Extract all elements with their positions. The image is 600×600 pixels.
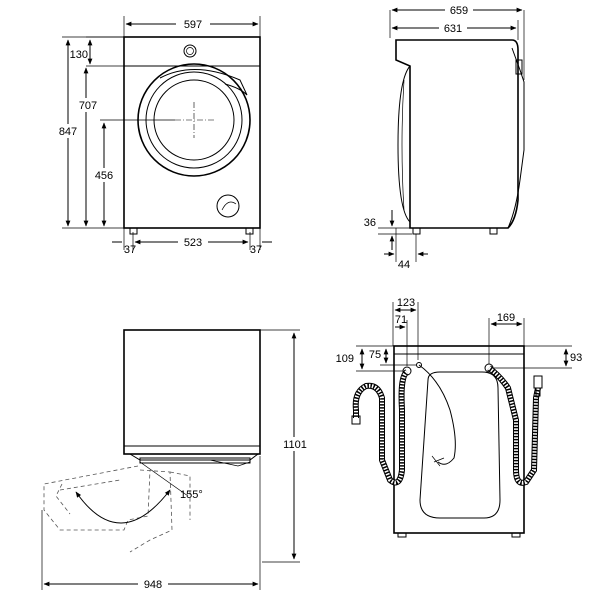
dim-side-foot-offset: 44 [398, 259, 410, 271]
side-door-profile [507, 47, 525, 229]
side-cabinet [395, 39, 519, 229]
door-open-view: 155° 1101 948 [41, 329, 310, 591]
dim-total-height: 847 [59, 126, 77, 138]
dim-side-depth-body: 631 [444, 23, 462, 35]
dim-rear-outlet-height: 93 [570, 352, 582, 364]
water-hose-right [487, 365, 541, 486]
front-view: 597 130 707 847 456 523 37 37 [54, 16, 272, 256]
dim-drum-height: 456 [95, 170, 113, 182]
top-cabinet [123, 329, 261, 455]
program-knob-icon [183, 44, 197, 58]
dim-foot-right: 37 [250, 244, 262, 256]
front-cabinet [123, 36, 261, 229]
dim-rear-inlet-height-b: 75 [369, 349, 381, 361]
dim-side-depth-total: 659 [450, 5, 468, 17]
dim-rear-inlet-height-a: 109 [336, 353, 354, 365]
rear-service-panel [419, 371, 501, 519]
side-view: 659 631 36 44 [364, 3, 525, 271]
dim-door-height: 707 [79, 100, 97, 112]
dim-top-height: 130 [70, 49, 88, 61]
pump-filter-cover [216, 194, 240, 218]
dim-rear-inlet-offset-small: 71 [395, 314, 407, 326]
rear-cabinet [393, 345, 525, 534]
dim-door-open-depth: 948 [144, 579, 162, 591]
door-angle-label: 155° [180, 489, 203, 501]
power-cable [418, 364, 456, 465]
rear-view: 123 71 169 109 75 93 [336, 297, 582, 538]
dim-rear-outlet-offset: 169 [497, 312, 515, 324]
door-swing-outline [43, 465, 151, 531]
dim-foot-left: 37 [124, 244, 136, 256]
dim-rear-inlet-offset: 123 [397, 297, 415, 309]
dim-door-open-height: 1101 [283, 439, 307, 451]
dim-front-width: 597 [184, 19, 202, 31]
dim-feet-span: 523 [184, 237, 202, 249]
dim-side-foot-height: 36 [364, 217, 376, 229]
